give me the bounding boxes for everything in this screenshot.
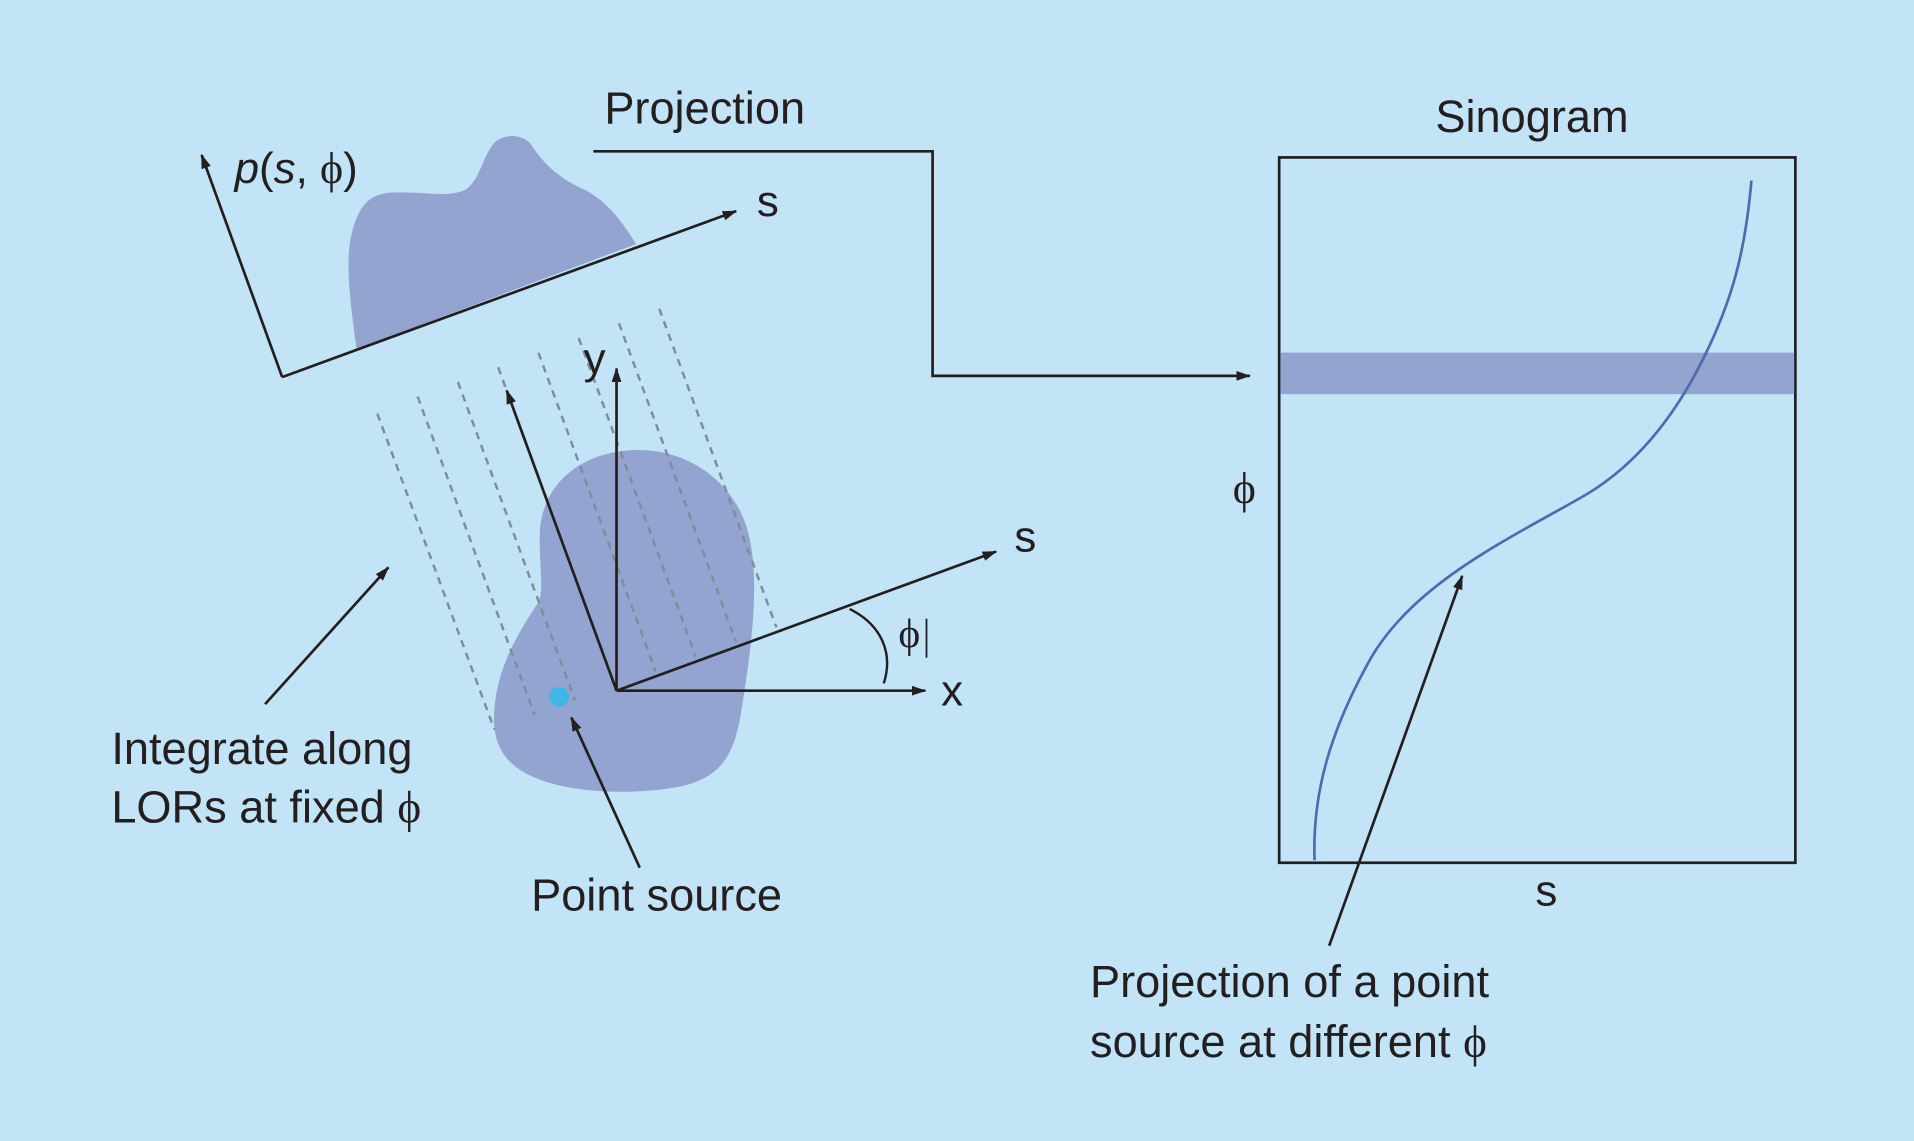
rotated-s-axis	[616, 550, 998, 692]
profile-s-axis-label: s	[757, 177, 779, 226]
profile-value-axis	[200, 153, 284, 378]
point-source-label: Point source	[531, 869, 782, 920]
sinogram-note-line1: Projection of a point	[1090, 956, 1489, 1007]
lor-line	[416, 396, 536, 716]
sinogram-row-highlight	[1280, 352, 1795, 395]
lor-note-line1: Integrate along	[111, 723, 412, 774]
sinogram-note-line2: source at different ϕ	[1090, 1016, 1487, 1067]
sinogram-phi-axis-label: ϕ	[1233, 464, 1256, 513]
sinogram-frame	[1277, 156, 1797, 865]
sinogram-title: Sinogram	[1435, 91, 1628, 142]
projection-connector-arrow	[593, 149, 1252, 381]
point-source-arrow	[570, 716, 641, 869]
profile-s-axis	[281, 209, 738, 379]
projection-profile-shape	[348, 136, 637, 350]
x-axis-label: x	[941, 666, 963, 715]
object-shape	[493, 450, 755, 792]
lor-line	[577, 337, 697, 657]
rotated-p-axis	[505, 389, 618, 692]
y-axis-label: y	[584, 334, 606, 383]
lor-note-arrow	[264, 566, 390, 706]
lor-line	[658, 308, 778, 628]
profile-axis-label: p(s, ϕ)	[233, 144, 358, 193]
lor-line	[456, 381, 577, 701]
projection-label: Projection	[604, 82, 805, 133]
lor-line	[537, 352, 657, 672]
angle-arc	[849, 607, 889, 684]
sinogram-note-arrow	[1327, 574, 1464, 947]
point-source-sinusoid	[1312, 180, 1753, 861]
sinogram-s-axis-label: s	[1535, 866, 1557, 915]
rotated-s-axis-label: s	[1014, 513, 1036, 562]
point-source-dot	[549, 687, 569, 707]
lor-line	[376, 413, 496, 731]
lor-line	[617, 322, 738, 643]
angle-label: ϕ	[898, 610, 920, 656]
lor-note-line2: LORs at fixed ϕ	[111, 781, 421, 832]
